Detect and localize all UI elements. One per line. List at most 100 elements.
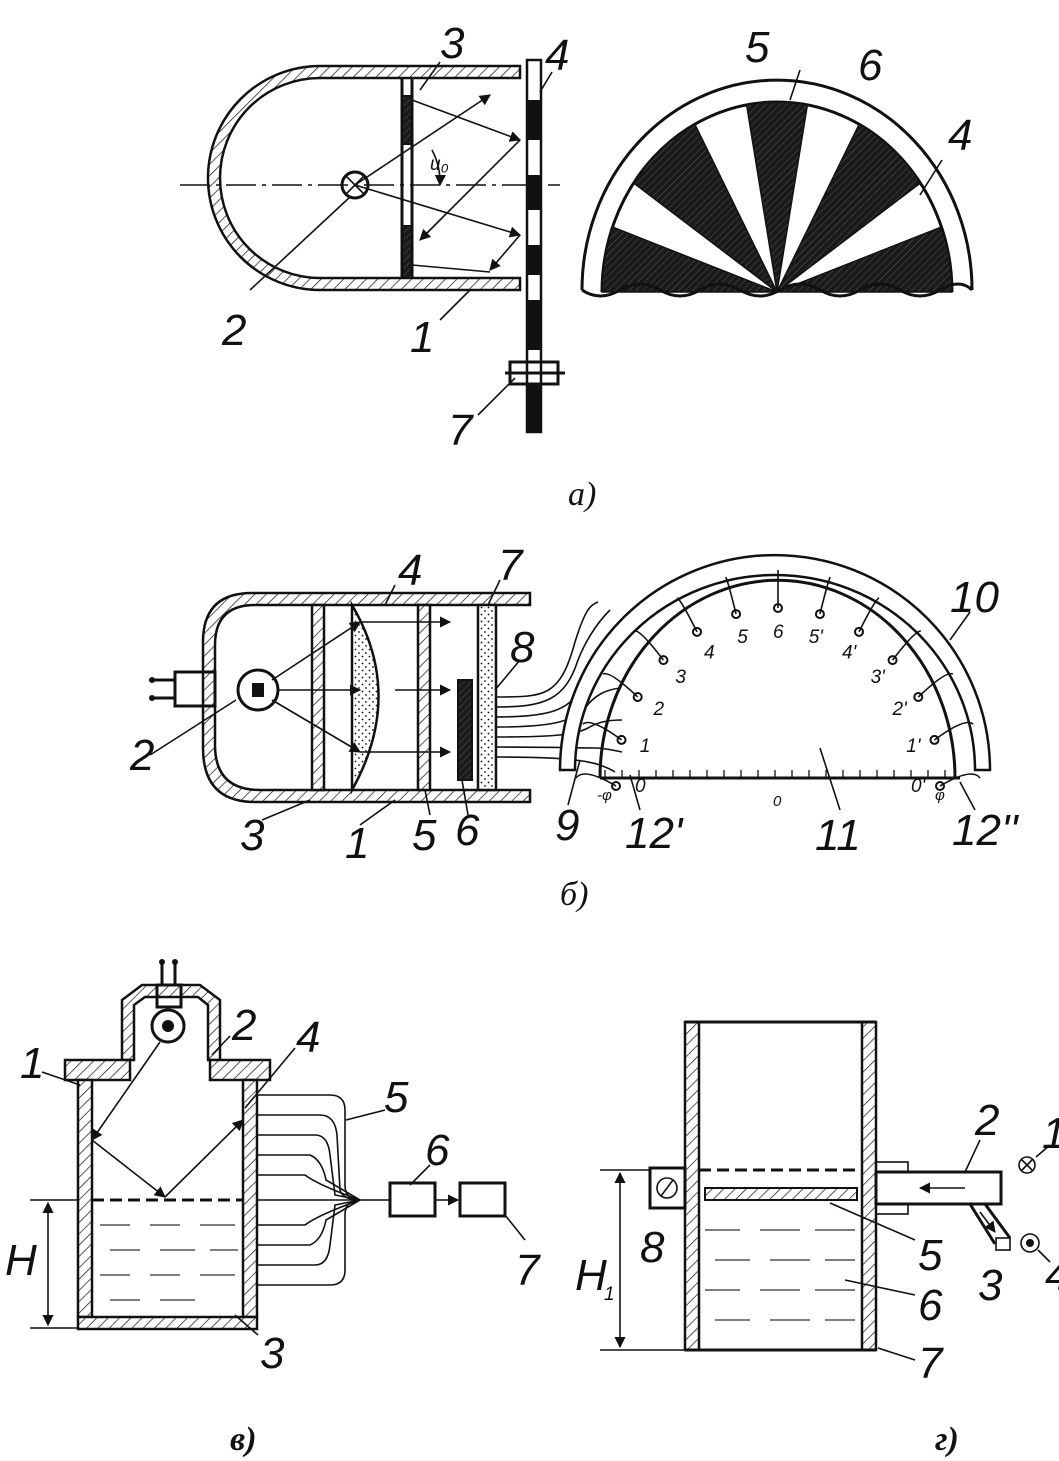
panel-g: 2 1 4 3 5 6 7 8 H 1 г) xyxy=(575,1020,1059,1458)
vessel-1-right-wall xyxy=(241,1078,259,1319)
scale-dark-sector xyxy=(776,123,922,293)
light-rays xyxy=(354,94,522,273)
source-1-icon xyxy=(1018,1156,1036,1174)
label-v-h: H xyxy=(5,1236,37,1285)
label-v-7: 7 xyxy=(515,1246,541,1295)
indicator-7 xyxy=(458,1181,507,1218)
lamp-v-icon xyxy=(150,1008,186,1044)
scale-fiber-line xyxy=(858,597,880,633)
label-b-12a: 12' xyxy=(625,809,684,858)
scale-fiber-line xyxy=(939,773,981,787)
scale-division-label: 4' xyxy=(842,643,858,664)
scale-division-label: 5 xyxy=(737,627,748,648)
flange xyxy=(63,1058,132,1082)
scale-division-label: 0' xyxy=(911,776,927,797)
label-b-phi-right: φ xyxy=(935,787,945,804)
label-b-1: 1 xyxy=(345,819,369,868)
liquid-3 xyxy=(100,1224,238,1301)
fiber-block-7 xyxy=(476,603,498,792)
label-g-5: 5 xyxy=(918,1231,943,1280)
label-g-4: 4 xyxy=(1045,1251,1059,1300)
label-b-2: 2 xyxy=(129,731,154,780)
caption-a: а) xyxy=(568,476,596,513)
label-b-5: 5 xyxy=(412,811,437,860)
scale-division-label: 4 xyxy=(704,643,715,664)
label-b-6: 6 xyxy=(455,806,480,855)
label-b-11: 11 xyxy=(815,811,861,860)
scale-division-label: 1 xyxy=(640,736,651,757)
caption-v: в) xyxy=(230,1421,257,1458)
scale-division-label: 0 xyxy=(635,776,646,797)
label-g-h: H xyxy=(575,1251,607,1300)
label-v-1: 1 xyxy=(20,1039,44,1088)
label-a-7: 7 xyxy=(448,406,474,455)
label-g-3: 3 xyxy=(978,1261,1003,1310)
scale-division-label: 3' xyxy=(871,667,887,688)
sensor-8 xyxy=(648,1166,687,1210)
vessel-1-left-wall xyxy=(76,1078,94,1319)
scale-dark-sector xyxy=(632,123,778,293)
label-b-phi-left: -φ xyxy=(597,787,612,804)
converter-6 xyxy=(388,1181,437,1218)
scale-b xyxy=(558,553,992,791)
scale-fiber-line xyxy=(582,721,622,741)
label-a-1: 1 xyxy=(410,313,434,362)
ray-v-2 xyxy=(91,1139,166,1198)
label-b-3: 3 xyxy=(240,811,265,860)
branch-3 xyxy=(968,1203,1012,1245)
label-v-3: 3 xyxy=(260,1329,285,1378)
scale-division-label: 3 xyxy=(675,667,686,688)
scale-fiber-line xyxy=(602,672,639,698)
label-v-2: 2 xyxy=(231,1001,256,1050)
filter-5 xyxy=(416,603,432,792)
scale-fiber-line xyxy=(819,576,832,615)
label-b-7: 7 xyxy=(498,541,524,590)
scale-dark-sector xyxy=(601,226,778,293)
panel-v: 1 2 4 5 6 7 3 H в) xyxy=(5,959,541,1458)
label-b-12b: 12'' xyxy=(952,806,1019,855)
label-b-10: 10 xyxy=(950,573,999,622)
label-a-3: 3 xyxy=(440,19,465,68)
scale-face xyxy=(580,78,974,298)
scale-dark-sector xyxy=(745,101,809,293)
scale-fiber-line xyxy=(724,576,737,615)
label-a-6: 6 xyxy=(858,41,883,90)
label-g-6: 6 xyxy=(918,1281,943,1330)
scale-fiber-line xyxy=(676,597,698,633)
label-g-2: 2 xyxy=(974,1096,999,1145)
scale-division-label: 6 xyxy=(773,622,784,643)
label-g-hsub: 1 xyxy=(604,1284,615,1305)
light-guide-2 xyxy=(874,1170,1003,1206)
scale-fiber-line xyxy=(917,672,954,698)
label-v-5: 5 xyxy=(384,1073,409,1122)
scale-division-label: 2' xyxy=(892,699,909,720)
element-6 xyxy=(457,679,473,781)
lens-4 xyxy=(350,600,380,795)
lamp-icon xyxy=(340,170,370,200)
ray-v-3 xyxy=(164,1119,244,1198)
scale-fiber-line xyxy=(575,773,617,787)
scale-division-label: 1' xyxy=(906,736,922,757)
filter-3 xyxy=(310,603,326,792)
label-v-4: 4 xyxy=(296,1013,320,1062)
lamp-socket xyxy=(173,670,217,708)
vessel-1-bottom xyxy=(76,1315,259,1331)
tank-7-right-wall xyxy=(860,1020,878,1352)
panel-a: 3 4 2 1 7 u₀ 5 6 4 а) xyxy=(180,19,974,513)
label-g-8: 8 xyxy=(640,1223,665,1272)
caption-b: б) xyxy=(560,876,588,913)
scale-fiber-line xyxy=(891,630,921,661)
fiber-bundle-5 xyxy=(257,1094,361,1286)
label-a-4: 4 xyxy=(545,31,569,80)
panel-b: 4 7 8 2 3 1 5 6 9 12' 11 12'' 10 -φ φ 0 … xyxy=(129,541,1019,913)
label-a-5: 5 xyxy=(745,23,770,72)
liquid-6 xyxy=(705,1229,855,1321)
scale-fiber-line xyxy=(934,721,974,741)
lamp-cap-2 xyxy=(120,983,222,1062)
scale-division-label: 5' xyxy=(809,627,825,648)
label-b-9: 9 xyxy=(555,801,579,850)
scale-division-label: 2 xyxy=(652,699,664,720)
label-v-6: 6 xyxy=(425,1126,450,1175)
label-b-zero: 0 xyxy=(773,793,782,810)
label-b-4: 4 xyxy=(398,546,422,595)
